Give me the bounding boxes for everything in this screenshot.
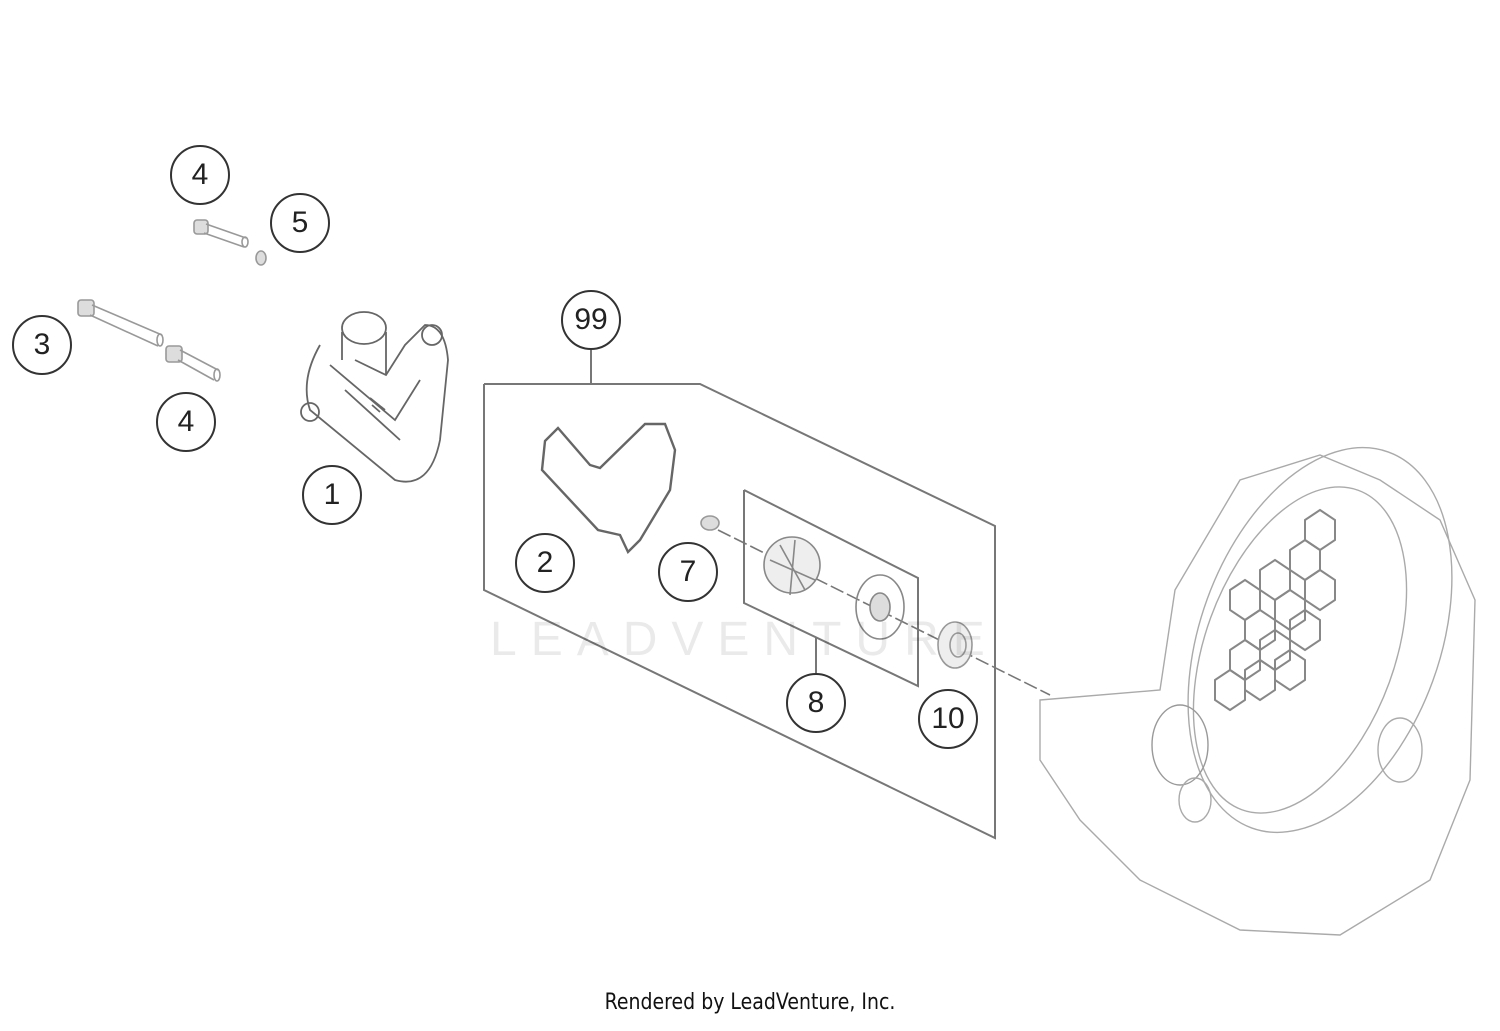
footer-credit: Rendered by LeadVenture, Inc.	[604, 990, 896, 1015]
seal-ring-icon	[855, 574, 905, 640]
washer-icon	[255, 250, 267, 266]
kit-8-bracket	[743, 489, 919, 688]
bolt-lower-icon	[165, 345, 221, 382]
bolt-upper-icon	[193, 219, 267, 266]
callout-4-lower[interactable]: 4	[156, 392, 216, 452]
shaft-seal-icon	[937, 621, 973, 669]
callout-4-upper[interactable]: 4	[170, 145, 230, 205]
callout-99[interactable]: 99	[561, 290, 621, 350]
callout-10[interactable]: 10	[918, 689, 978, 749]
engine-cover-icon	[1039, 446, 1476, 936]
pump-cover-icon	[300, 311, 449, 483]
callout-5[interactable]: 5	[270, 193, 330, 253]
nut-icon	[700, 515, 720, 531]
kit-99-bracket	[483, 350, 996, 840]
callout-2[interactable]: 2	[515, 533, 575, 593]
callout-7[interactable]: 7	[658, 542, 718, 602]
long-bolt-icon	[77, 299, 164, 347]
honeycomb-grille	[1214, 508, 1336, 712]
callout-8[interactable]: 8	[786, 673, 846, 733]
impeller-icon	[763, 536, 821, 596]
callout-1[interactable]: 1	[302, 465, 362, 525]
gasket-icon	[540, 422, 677, 555]
callout-3[interactable]: 3	[12, 315, 72, 375]
